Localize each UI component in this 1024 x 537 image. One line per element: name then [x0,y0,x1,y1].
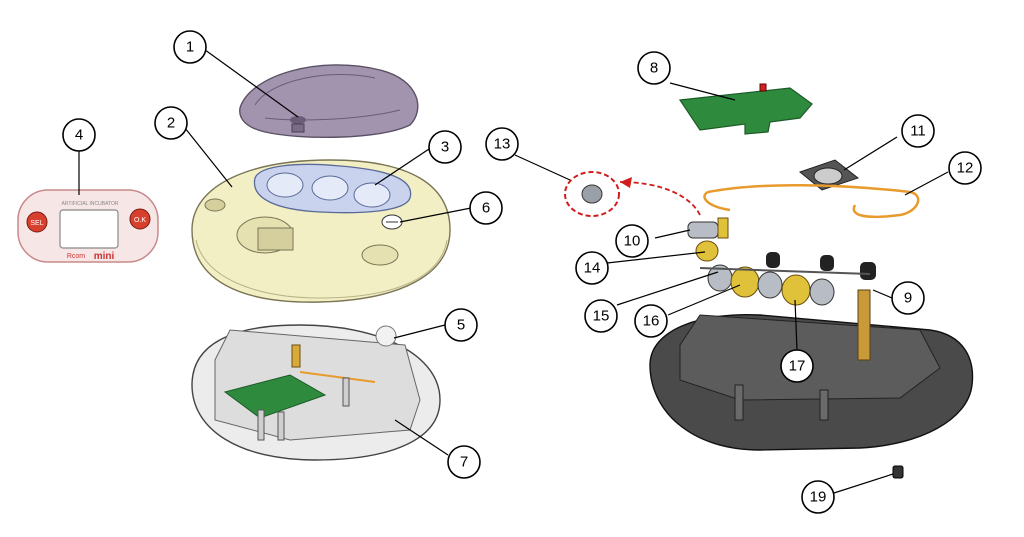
part-motor-detail [564,171,701,217]
callout-16: 16 [634,304,668,338]
ok-label: O.K [134,217,146,224]
leader-lines [78,46,949,494]
sel-button [26,211,48,233]
callout-label: 8 [650,60,658,77]
callout-circle [173,30,207,64]
callout-9: 9 [891,281,925,315]
callout-label: 19 [810,489,827,506]
callout-label: 16 [643,313,660,330]
callout-circle [634,304,668,338]
callout-circle [575,251,609,285]
callout-circle [469,191,503,225]
part-lamp [375,325,397,347]
callout-circle [154,106,188,140]
panel-brand: Rcom [67,253,85,260]
callout-circle [62,118,96,152]
callout-12: 12 [948,151,982,185]
ok-button [129,208,151,230]
panel-display [59,209,119,249]
callout-circle [615,224,649,258]
callout-circle [637,51,671,85]
callout-19: 19 [801,480,835,514]
callout-label: 10 [624,233,641,250]
callout-4: 4 [62,118,96,152]
callout-circle [447,445,481,479]
callout-6: 6 [469,191,503,225]
callout-circle [801,480,835,514]
part-control-panel: ARTIFICIAL INCUBATOR SEL O.K Rcom mini [17,189,159,263]
part-egg-tray [253,163,412,214]
part-foot [892,465,904,479]
callout-circle [948,151,982,185]
callout-circle [584,299,618,333]
part-lid [239,64,419,138]
part-motor [687,217,729,239]
callout-circle [901,114,935,148]
callout-circle [444,308,478,342]
callout-label: 2 [167,115,175,132]
part-pcb [678,83,813,135]
callout-circle [891,281,925,315]
part-heater-wire [703,183,920,219]
callout-3: 3 [428,130,462,164]
callout-circle [780,349,814,383]
callout-14: 14 [575,251,609,285]
callout-label: 7 [460,454,468,471]
callout-5: 5 [444,308,478,342]
callout-label: 14 [584,260,601,277]
part-sensor [381,214,403,230]
callout-7: 7 [447,445,481,479]
callout-label: 15 [593,308,610,325]
dashed-arrow [619,181,701,216]
callout-1: 1 [173,30,207,64]
callout-label: 1 [186,39,194,56]
part-gear-train [695,240,876,306]
callout-17: 17 [780,349,814,383]
callout-15: 15 [584,299,618,333]
callout-8: 8 [637,51,671,85]
callout-circle [428,130,462,164]
callout-label: 3 [441,139,449,156]
callout-label: 6 [482,200,490,217]
callout-circle [485,127,519,161]
part-fan [798,159,860,191]
callout-label: 9 [904,290,912,307]
callout-11: 11 [901,114,935,148]
callout-label: 17 [789,358,806,375]
panel-title: ARTIFICIAL INCUBATOR [61,201,118,207]
sel-label: SEL [30,220,43,227]
callout-13: 13 [485,127,519,161]
callout-label: 5 [457,317,465,334]
callout-label: 12 [957,160,974,177]
panel-model: mini [94,251,115,262]
callout-label: 4 [75,127,83,144]
callout-2: 2 [154,106,188,140]
part-lower-base [191,324,441,461]
callout-label: 11 [910,123,926,140]
callout-10: 10 [615,224,649,258]
callout-label: 13 [494,136,511,153]
